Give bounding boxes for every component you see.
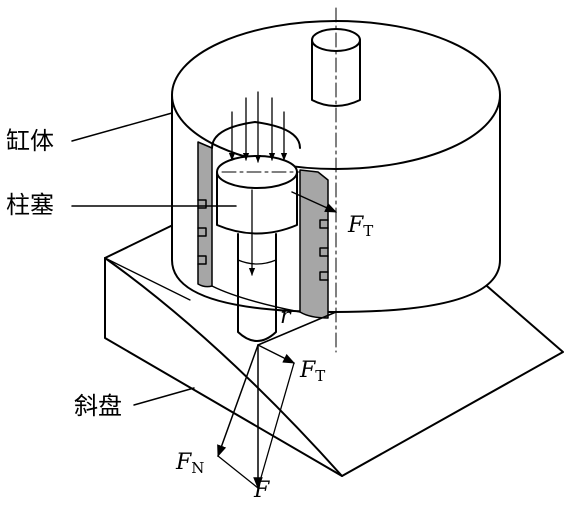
- ft-upper-label: FT: [348, 213, 374, 240]
- swash-plate: [104, 223, 564, 477]
- cutaway-section: [197, 121, 329, 319]
- swashplate-label: 斜盘: [74, 392, 122, 420]
- plunger-label: 柱塞: [6, 191, 54, 219]
- pressure-arrows: [228, 91, 288, 276]
- f-label: F: [254, 478, 270, 503]
- cylinder-label: 缸体: [6, 127, 54, 155]
- leader-lines: [71, 112, 237, 406]
- central-axis: [221, 7, 337, 353]
- fn-label: FN: [176, 450, 205, 477]
- ft-lower-label: FT: [300, 358, 326, 385]
- r-label: r: [280, 304, 291, 329]
- force-vectors: [217, 191, 338, 490]
